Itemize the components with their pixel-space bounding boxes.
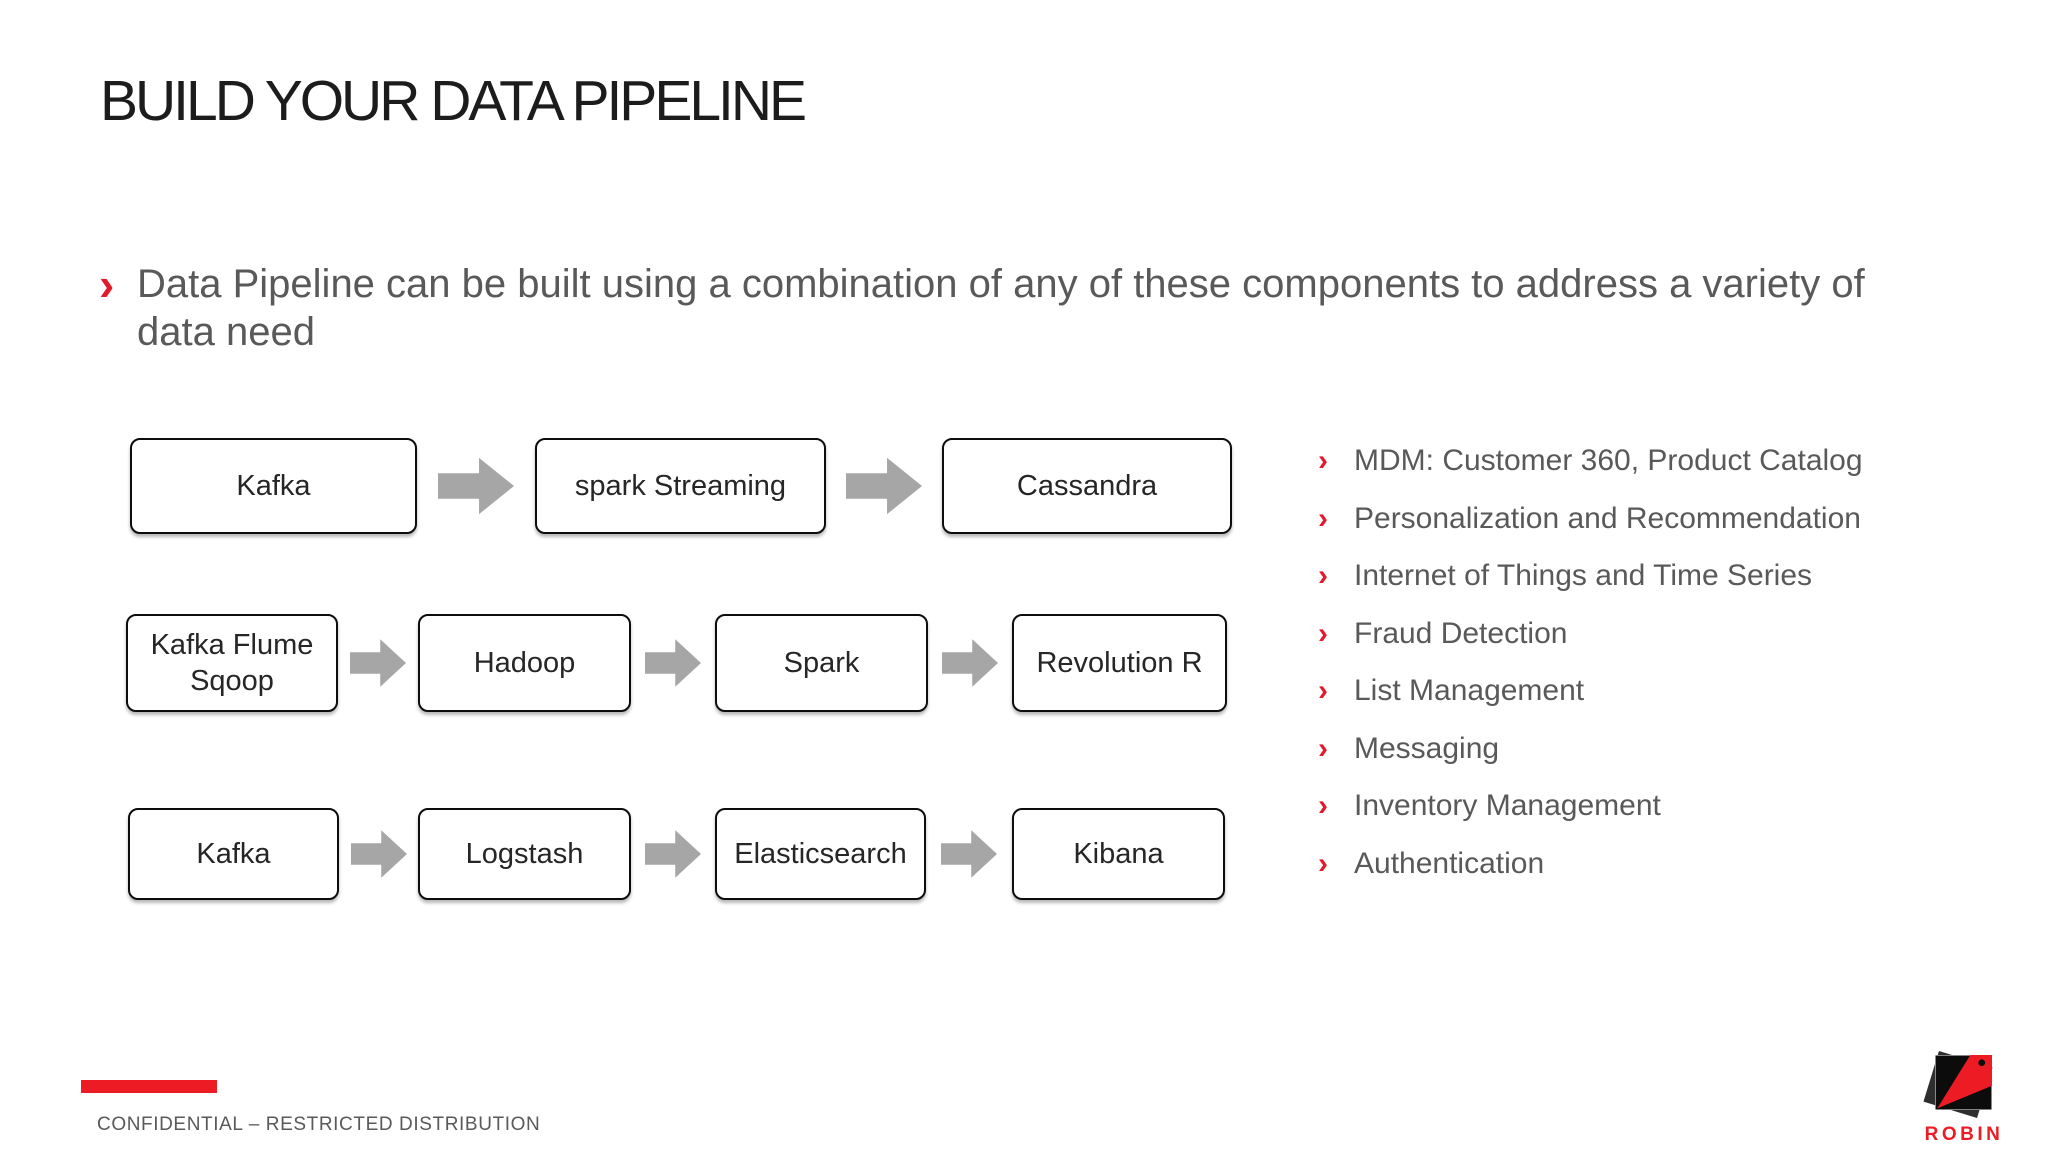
logo-wordmark: ROBIN xyxy=(1924,1124,2004,1145)
page-title: BUILD YOUR DATA PIPELINE xyxy=(100,69,807,133)
use-case-label: Authentication xyxy=(1354,846,1545,880)
use-case-label: Fraud Detection xyxy=(1354,616,1568,650)
pipeline-box: spark Streaming xyxy=(535,438,826,534)
pipeline-box: Elasticsearch xyxy=(715,808,926,900)
pipeline-box: Spark xyxy=(715,614,928,712)
pipeline-box: Kafka Flume Sqoop xyxy=(126,614,338,712)
use-case-label: Personalization and Recommendation xyxy=(1354,501,1861,535)
use-case-bullet-chevron-icon: › xyxy=(1318,444,1328,477)
use-case-item: › Internet of Things and Time Series xyxy=(1318,547,1812,605)
flow-arrow-icon xyxy=(942,636,998,690)
flow-arrow-icon xyxy=(438,454,514,518)
flow-arrow-icon xyxy=(350,636,406,690)
footer-classification: CONFIDENTIAL – RESTRICTED DISTRIBUTION xyxy=(97,1114,541,1135)
use-case-label: MDM: Customer 360, Product Catalog xyxy=(1354,444,1863,477)
pipeline-box: Kibana xyxy=(1012,808,1225,900)
use-case-bullet-chevron-icon: › xyxy=(1318,846,1328,880)
use-case-item: › Messaging xyxy=(1318,720,1499,778)
pipeline-box: Kafka xyxy=(128,808,339,900)
use-case-bullet-chevron-icon: › xyxy=(1318,789,1328,822)
use-case-label: List Management xyxy=(1354,674,1585,707)
robin-logo: ROBIN xyxy=(1918,1042,2010,1146)
flow-arrow-icon xyxy=(645,827,701,881)
use-case-label: Internet of Things and Time Series xyxy=(1354,559,1813,592)
pipeline-box: Kafka xyxy=(130,438,417,534)
pipeline-box: Logstash xyxy=(418,808,631,900)
use-case-item: › Inventory Management xyxy=(1318,777,1661,835)
use-case-item: › Authentication xyxy=(1318,835,1544,893)
pipeline-box: Hadoop xyxy=(418,614,631,712)
pipeline-box: Revolution R xyxy=(1012,614,1227,712)
use-case-bullet-chevron-icon: › xyxy=(1318,674,1328,707)
use-case-bullet-chevron-icon: › xyxy=(1318,559,1328,592)
use-case-item: › Personalization and Recommendation xyxy=(1318,490,1861,548)
logo-mark-icon xyxy=(1935,1055,1992,1110)
use-case-item: › MDM: Customer 360, Product Catalog xyxy=(1318,432,1863,490)
footer-accent-bar xyxy=(81,1080,217,1093)
flow-arrow-icon xyxy=(645,636,701,690)
pipeline-box: Cassandra xyxy=(942,438,1232,534)
use-case-bullet-chevron-icon: › xyxy=(1318,731,1328,765)
use-case-item: › Fraud Detection xyxy=(1318,605,1567,663)
intro-text: Data Pipeline can be built using a combi… xyxy=(137,262,1865,354)
use-case-bullet-chevron-icon: › xyxy=(1318,501,1328,535)
use-case-bullet-chevron-icon: › xyxy=(1318,616,1328,650)
flow-arrow-icon xyxy=(846,454,922,518)
flow-arrow-icon xyxy=(941,827,997,881)
use-case-label: Inventory Management xyxy=(1354,789,1661,822)
flow-arrow-icon xyxy=(350,827,407,881)
use-case-label: Messaging xyxy=(1354,731,1500,765)
intro-bullet-chevron-icon: › xyxy=(99,258,115,310)
use-case-item: › List Management xyxy=(1318,662,1584,720)
